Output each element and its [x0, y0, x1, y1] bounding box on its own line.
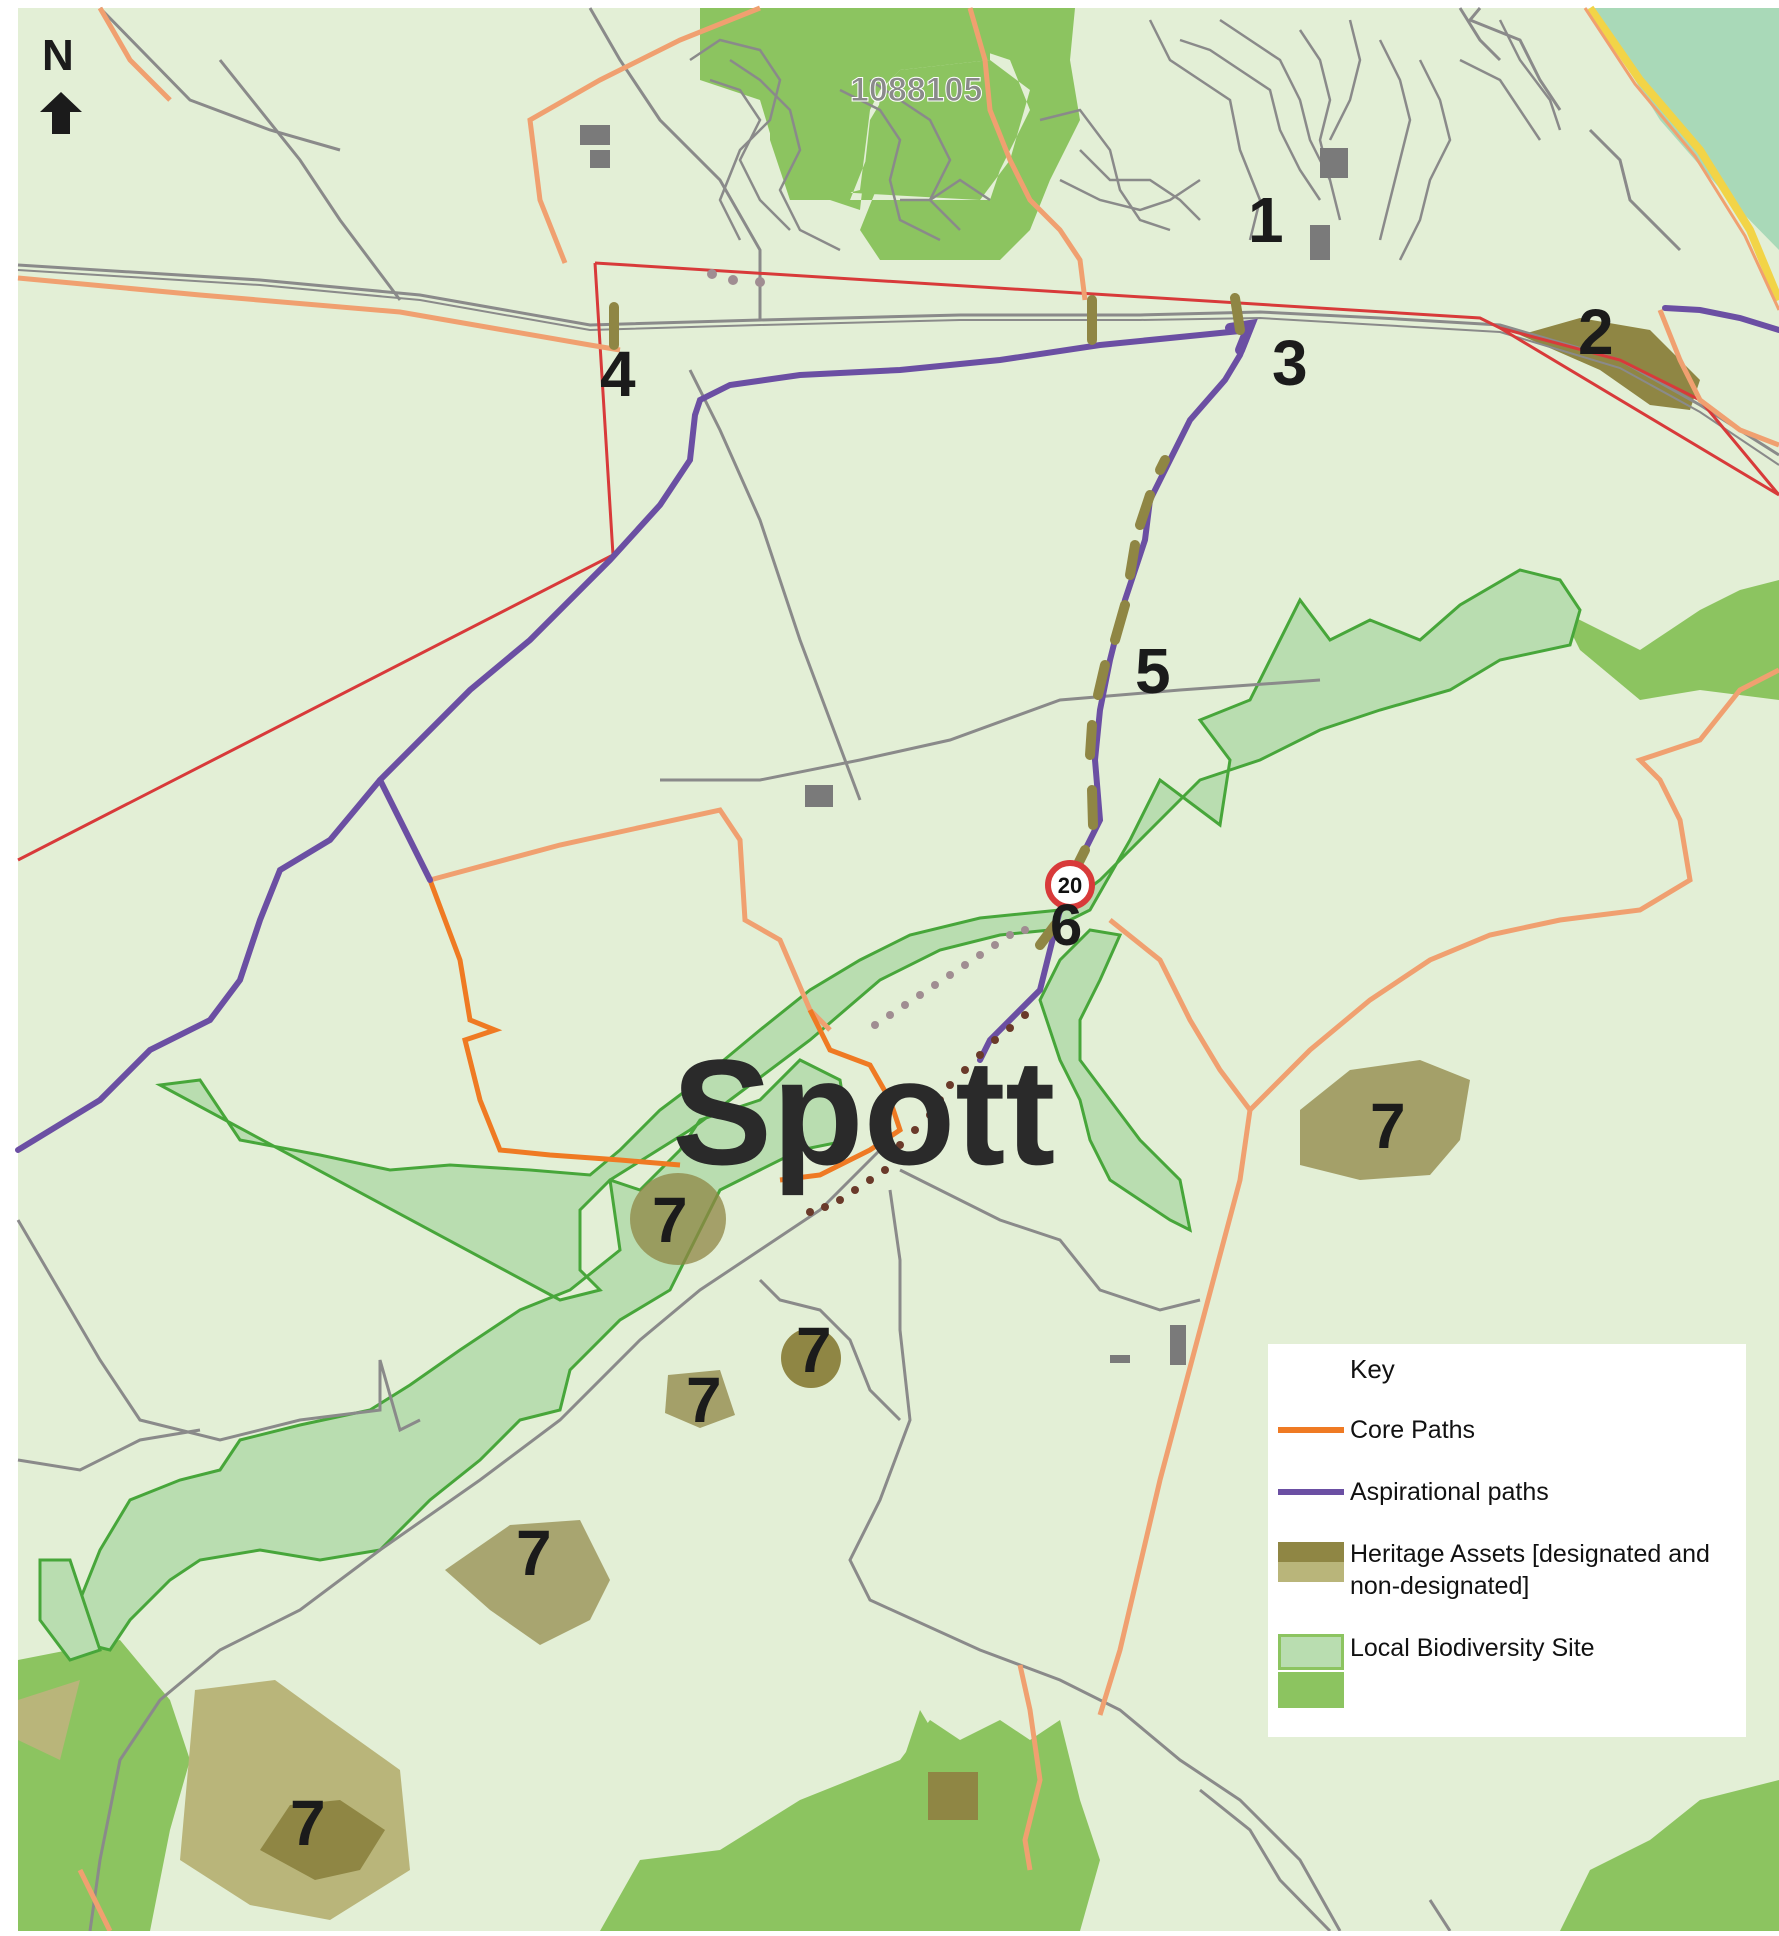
core-paths-light [17, 5, 1779, 1933]
heritage-area-east [1300, 1060, 1470, 1180]
heritage-linear-features [609, 293, 1245, 950]
legend-label: Core Paths [1350, 1416, 1476, 1444]
legend-swatch-biodiversity-site [1278, 1634, 1344, 1708]
buildings [580, 125, 1348, 1365]
heritage-area-centre [630, 1173, 726, 1265]
marker-7-south: 7 [290, 1787, 326, 1859]
dotted-trail-grey [707, 269, 1029, 1029]
marker-6: 6 [1050, 893, 1082, 958]
core-paths [427, 879, 903, 1183]
residential-streets [689, 18, 1562, 261]
core-path-west-loop [427, 879, 681, 1168]
heritage-areas [18, 318, 1700, 1920]
aspirational-branch [377, 777, 433, 883]
legend-label: Aspirational paths [1350, 1478, 1549, 1506]
core-path-village [779, 1008, 903, 1183]
north-arrow-icon [40, 92, 82, 134]
marker-7-middle: 7 [796, 1314, 832, 1386]
legend-swatch-core-paths [1278, 1427, 1344, 1433]
legend-label: Local Biodiversity Site [1350, 1634, 1595, 1662]
marker-7-southwest: 7 [516, 1517, 552, 1589]
legend-title: Key [1350, 1354, 1395, 1384]
legend-swatch-heritage-assets [1278, 1542, 1344, 1582]
marker-2: 2 [1578, 296, 1614, 368]
heritage-area-southwest [445, 1520, 610, 1645]
marker-1: 1 [1248, 184, 1284, 256]
marker-7-middle-west: 7 [686, 1364, 722, 1436]
heritage-area-small [781, 1328, 841, 1388]
biodiversity-west-strip [38, 1558, 102, 1662]
aspirational-east [1662, 305, 1779, 333]
north-label: N [42, 31, 74, 80]
numbered-markers: 1 2 3 4 5 6 7 7 7 7 7 7 [290, 184, 1614, 1859]
legend-swatch-aspirational-paths [1278, 1489, 1344, 1495]
roads [16, 6, 1779, 1933]
heritage-area-sw-edge [18, 1680, 80, 1760]
dotted-trail-brown [806, 1011, 1029, 1216]
marker-4: 4 [600, 338, 636, 410]
a-road [1586, 5, 1779, 302]
woodland-north-west [700, 8, 990, 200]
heritage-area-large-inner [260, 1800, 385, 1880]
grid-reference-label: 1088105 [850, 71, 982, 109]
place-name: Spott [672, 1028, 1055, 1196]
woodland-south-east [1560, 1780, 1779, 1931]
legend-label: Heritage Assets [designated and non-desi… [1350, 1540, 1710, 1600]
map-legend: Key Core Paths Aspirational paths Herita… [1268, 1344, 1746, 1737]
woodland-east [1560, 580, 1779, 700]
marker-3: 3 [1272, 327, 1308, 399]
heritage-area-sign [928, 1772, 978, 1820]
biodiversity-east-branch [1038, 928, 1193, 1233]
marker-7-east: 7 [1370, 1090, 1406, 1162]
svg-text:20: 20 [1058, 873, 1082, 898]
marker-7-centre: 7 [652, 1184, 688, 1256]
heritage-area-small-west [665, 1370, 735, 1428]
speed-limit-sign: 20 [1045, 860, 1095, 910]
marker-5: 5 [1135, 635, 1171, 707]
